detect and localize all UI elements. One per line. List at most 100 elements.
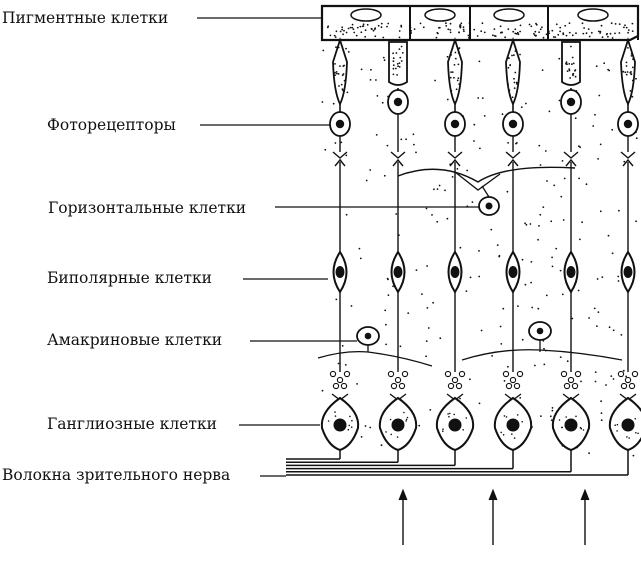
ganglion-stipple <box>616 423 619 426</box>
stipple-dot <box>600 419 603 422</box>
stipple-dot <box>418 424 421 427</box>
neuron-column <box>608 37 641 475</box>
segment-stipple <box>401 52 404 54</box>
label-optic-nerve-fibers: Волокна зрительного нерва <box>2 466 231 484</box>
neuron-columns <box>320 37 641 475</box>
segment-stipple <box>624 71 627 74</box>
segment-stipple <box>572 74 574 77</box>
pigment-granule <box>449 22 452 25</box>
pigment-granule <box>353 31 356 34</box>
pigment-granule <box>334 36 337 38</box>
pigment-granule <box>449 29 452 31</box>
stipple-dot <box>555 247 558 250</box>
synapse-knob <box>513 382 521 390</box>
pigment-granule <box>360 31 363 34</box>
synapse-knob <box>451 376 459 384</box>
stipple-dot <box>538 144 541 147</box>
segment-stipple <box>625 65 628 67</box>
pigment-granule <box>408 24 411 26</box>
pigment-granule <box>445 22 447 25</box>
label-pigment-cells: Пигментные клетки <box>2 9 169 27</box>
segment-stipple <box>508 89 511 92</box>
amacrine-process <box>317 350 433 367</box>
stipple-dot <box>566 360 569 363</box>
light-arrows <box>398 488 590 545</box>
synapse-knob <box>444 370 452 378</box>
pigment-granule <box>587 28 590 30</box>
segment-stipple <box>507 83 509 85</box>
pigment-granule <box>449 31 452 34</box>
segment-stipple <box>568 68 571 71</box>
segment-stipple <box>513 77 515 80</box>
pigment-granule <box>533 32 535 35</box>
pigment-granule <box>545 33 548 36</box>
label-ganglion-cells: Ганглиозные клетки <box>47 415 217 433</box>
stipple-dot <box>553 184 556 187</box>
ganglion-stipple <box>626 436 628 438</box>
pigment-granule <box>504 36 506 39</box>
pigment-granule <box>517 33 520 36</box>
stipple-dot <box>436 220 439 223</box>
stipple-dot <box>369 426 372 429</box>
stipple-dot <box>516 142 518 144</box>
segment-stipple <box>625 61 628 64</box>
segment-stipple <box>340 83 343 86</box>
bipolar-dendrite <box>392 158 404 167</box>
ganglion-stipple <box>500 431 503 434</box>
synapse-knob <box>620 382 628 390</box>
segment-stipple <box>334 63 336 65</box>
bipolar-nucleus <box>623 266 633 278</box>
stipple-dot <box>542 206 545 209</box>
label-leader-lines <box>197 17 479 477</box>
synapse-knob <box>628 382 636 390</box>
stipple-dot <box>439 337 442 340</box>
pigment-granule <box>333 34 336 37</box>
segment-stipple <box>572 62 575 65</box>
ganglion-stipple <box>442 428 444 431</box>
pigment-granule <box>335 30 338 33</box>
stipple-dot <box>498 254 501 257</box>
stipple-dot <box>540 415 542 417</box>
stipple-dot <box>425 355 427 358</box>
pigment-granule <box>600 24 603 27</box>
stipple-dot <box>537 238 539 241</box>
pigment-granule <box>575 32 577 35</box>
pigment-granule <box>554 36 557 38</box>
ganglion-stipple <box>334 411 336 413</box>
stipple-dot <box>600 412 603 414</box>
pigment-granule <box>541 26 543 29</box>
stipple-dot <box>322 49 325 52</box>
segment-stipple <box>627 47 629 49</box>
segment-stipple <box>565 61 568 64</box>
segment-stipple <box>451 47 454 50</box>
stipple-dot <box>549 415 552 418</box>
pigment-granule <box>447 28 450 31</box>
stipple-dot <box>635 137 638 140</box>
segment-stipple <box>508 57 510 60</box>
stipple-dot <box>345 213 348 216</box>
pigment-granule <box>516 31 519 34</box>
stipple-dot <box>491 355 493 357</box>
pigment-granule <box>371 28 373 30</box>
pigment-granule <box>483 31 486 34</box>
pigment-granule <box>568 22 571 24</box>
pigment-granule <box>400 24 403 27</box>
pigment-granule <box>611 37 614 39</box>
pigment-granule <box>542 36 545 39</box>
bipolar-dendrite <box>507 158 519 167</box>
stipple-dot <box>471 201 474 204</box>
stipple-dot <box>335 298 338 301</box>
segment-stipple <box>338 85 340 87</box>
stipple-dot <box>321 101 324 103</box>
pigment-granule <box>463 30 465 33</box>
pigment-granule <box>501 31 503 34</box>
stipple-dot <box>519 53 521 56</box>
stipple-dot <box>503 380 506 382</box>
pigment-granule <box>535 22 537 25</box>
synapse-knob <box>571 382 579 390</box>
photoreceptor-nucleus <box>335 119 345 129</box>
rod-outer-segment <box>561 41 581 86</box>
stipple-dot <box>382 56 385 59</box>
segment-stipple <box>514 71 517 74</box>
pigment-granule <box>462 28 465 31</box>
